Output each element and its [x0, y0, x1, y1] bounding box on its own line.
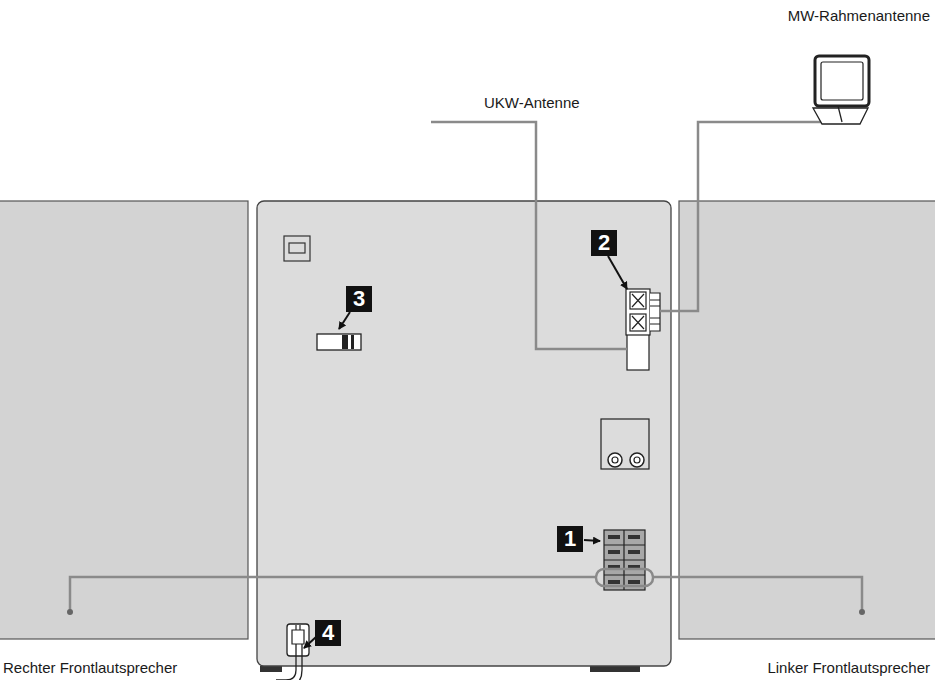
left-speaker [679, 201, 935, 639]
antenna-neck [838, 106, 842, 122]
switch-knob [342, 335, 348, 349]
power-plug [287, 624, 309, 656]
jack [608, 453, 622, 467]
part-label: Rechter Frontlautsprecher [3, 659, 177, 677]
terminal-slots [608, 535, 640, 584]
part-label: UKW-Antenne [484, 94, 580, 112]
loop-antenna-inner [821, 62, 863, 100]
clamp-ridges [650, 300, 660, 324]
jack [634, 457, 640, 463]
speaker-wire [70, 577, 862, 612]
speaker-terminals [604, 530, 645, 590]
main-unit [257, 201, 671, 666]
rear-plate-inner [289, 243, 305, 253]
callout-number: 3 [346, 286, 372, 312]
am-terminal-block [626, 289, 650, 335]
power-cord [276, 644, 302, 680]
terminal-cross [632, 294, 644, 329]
terminal-slot [608, 580, 620, 584]
callout-number: 1 [557, 526, 583, 552]
terminal-slot [628, 535, 640, 539]
wire-end [859, 609, 865, 615]
plug-body [292, 630, 304, 644]
unit-foot [260, 666, 282, 672]
terminal-slot [608, 535, 620, 539]
plug-pins [296, 625, 300, 630]
terminal-grid [604, 530, 645, 590]
right-speaker [0, 201, 248, 639]
jack [630, 453, 644, 467]
terminal-slot [628, 580, 640, 584]
selector-switch [317, 334, 361, 350]
terminal-slot [628, 550, 640, 554]
callout-number: 4 [315, 620, 341, 646]
leader-line [339, 312, 350, 329]
wire-end [67, 609, 73, 615]
am-antenna-wire [660, 122, 843, 311]
speaker-wire-loop [596, 569, 653, 586]
terminal-clamp [650, 293, 660, 331]
terminal-slot [608, 550, 620, 554]
part-label: MW-Rahmenantenne [788, 7, 930, 25]
callout-number: 2 [591, 230, 617, 256]
switch-knob [351, 335, 354, 349]
jack [612, 457, 618, 463]
leader-line [608, 256, 627, 289]
part-label: Linker Frontlautsprecher [767, 659, 930, 677]
rear-plate [284, 236, 310, 261]
fm-terminal [627, 334, 649, 370]
loop-antenna [815, 56, 869, 106]
jack-panel [601, 419, 649, 469]
leader-line [584, 540, 600, 541]
unit-foot [590, 666, 640, 672]
fm-antenna-wire [431, 122, 627, 349]
